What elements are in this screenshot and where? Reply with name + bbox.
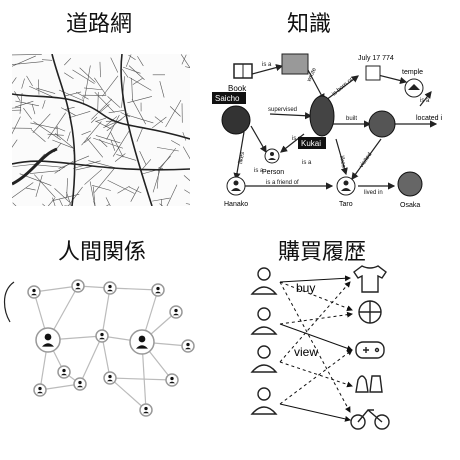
edge-is-born-on: is born on: [331, 76, 355, 98]
person-node-icon: [169, 305, 183, 319]
tshirt-icon: [353, 265, 387, 293]
book-icon: [233, 63, 253, 79]
edge-built: built: [346, 116, 357, 122]
person-node-icon: [129, 329, 155, 355]
node-book: Book: [228, 84, 247, 93]
edge-is-a-4: is a: [302, 160, 312, 166]
person-node-icon: [181, 339, 195, 353]
node-taro: Taro: [339, 201, 353, 208]
person-node-icon: [27, 285, 41, 299]
user-icon: [250, 267, 278, 295]
knowledge-graph: Book Saicho Kukai Person Hanako Taro Osa…: [212, 53, 443, 209]
node-located: located i: [416, 115, 443, 122]
edge-lived-in: lived in: [364, 190, 383, 196]
person-node-icon: [151, 283, 165, 297]
purchase-graph: buy view: [250, 265, 390, 430]
user-icon: [250, 387, 278, 415]
person-node-icon: [71, 279, 85, 293]
gamepad-icon: [355, 341, 385, 359]
edge-is-a-5: is a: [420, 98, 430, 104]
node-saicho-label-bg: [212, 92, 246, 104]
node-person: Person: [262, 169, 284, 176]
edge-likes-2: likes: [338, 155, 346, 168]
person-node-icon: [33, 383, 47, 397]
person-node-icon: [165, 373, 179, 387]
edge-is-a-3: is a: [254, 168, 264, 174]
taro-icon: [336, 176, 356, 196]
purchase-title: 購買履歴: [278, 240, 367, 265]
user-icon: [250, 307, 278, 335]
chess-icon: [355, 375, 383, 393]
person-node-icon: [139, 403, 153, 417]
edge-is-a-1: is a: [262, 62, 272, 68]
person-node-icon: [73, 377, 87, 391]
temple-icon: [404, 78, 424, 98]
person-node-icon: [95, 329, 109, 343]
road-network-title: 道路網: [66, 12, 133, 37]
knowledge-title: 知識: [287, 12, 332, 37]
hanako-icon: [226, 176, 246, 196]
person-node-icon: [103, 371, 117, 385]
label-buy: buy: [296, 281, 315, 295]
node-date: July 17 774: [358, 55, 394, 62]
ball-icon: [358, 300, 382, 324]
user-icon: [250, 345, 278, 373]
node-osaka: Osaka: [400, 202, 420, 209]
edge-is-a-friend-of: is a friend of: [266, 180, 299, 186]
people-title: 人間関係: [58, 240, 147, 265]
people-network: [3, 279, 195, 417]
bicycle-icon: [350, 409, 390, 430]
person-node-icon: [35, 327, 61, 353]
road-network-map: [12, 54, 190, 206]
edge-visited: visited: [359, 152, 374, 169]
edge-supervised: supervised: [268, 107, 297, 113]
person-node-icon: [57, 365, 71, 379]
node-saicho: Saicho: [215, 94, 240, 103]
node-hanako: Hanako: [224, 201, 248, 208]
person-icon: [264, 148, 280, 164]
node-kukai: Kukai: [301, 139, 321, 148]
label-view: view: [294, 345, 318, 359]
person-node-icon: [103, 281, 117, 295]
edge-likes-1: likes: [238, 151, 246, 164]
node-temple: temple: [402, 69, 423, 76]
edge-is-a-2: is a: [292, 136, 302, 142]
